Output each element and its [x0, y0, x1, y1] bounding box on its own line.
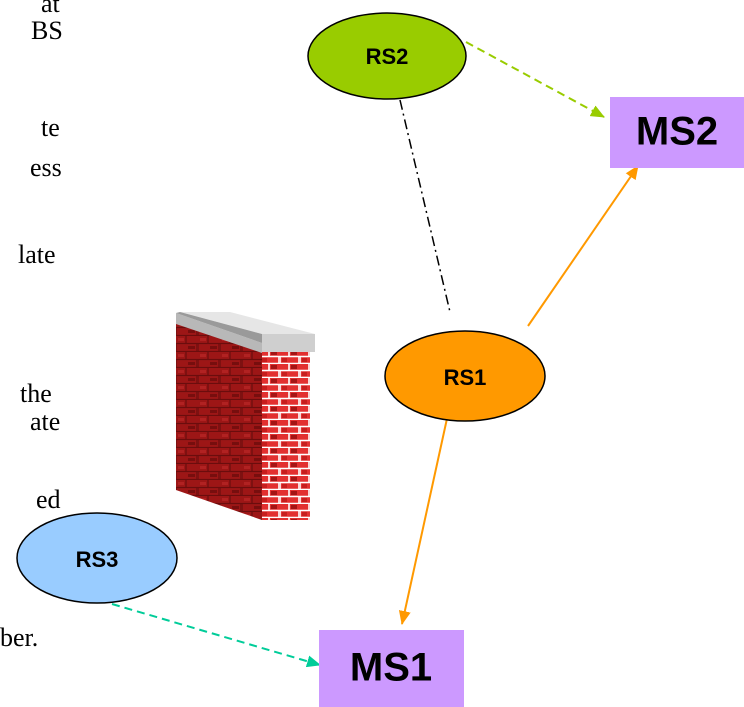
rs2-shape — [307, 12, 467, 100]
text-fragment-te: te — [41, 113, 60, 142]
ms1-label: MS1 — [350, 646, 432, 690]
rs1-label: RS1 — [444, 365, 487, 390]
firewall-icon — [176, 312, 315, 520]
edge-rs3-ms1 — [111, 603, 321, 668]
text-fragment-the: the — [20, 379, 52, 408]
text-fragment-ess: ess — [30, 153, 62, 182]
text-fragment-ber: ber. — [0, 623, 39, 652]
node-rs2: RS2 — [307, 12, 467, 100]
node-rs1: RS1 — [384, 330, 546, 422]
node-ms1: MS1 — [319, 630, 464, 707]
rs3-label: RS3 — [76, 547, 119, 572]
ms1-shape — [319, 630, 464, 707]
text-fragment-bs: BS — [31, 16, 63, 45]
text-fragment-late: late — [18, 240, 56, 269]
text-fragment-ed: ed — [36, 485, 61, 514]
ms2-label: MS2 — [636, 110, 718, 154]
edge-rs1-ms1 — [398, 413, 449, 625]
text-fragment-ate: ate — [30, 407, 61, 436]
edge-rs2-rs1 — [399, 99, 451, 313]
edge-rs1-ms2 — [527, 165, 639, 327]
rs1-shape — [384, 330, 546, 422]
node-ms2: MS2 — [610, 97, 744, 168]
rs3-shape — [16, 512, 178, 604]
rs2-label: RS2 — [366, 44, 409, 69]
text-fragment-at: at — [41, 0, 60, 18]
ms2-shape — [610, 97, 744, 168]
edge-rs2-ms2 — [465, 41, 605, 118]
node-rs3: RS3 — [16, 512, 178, 604]
